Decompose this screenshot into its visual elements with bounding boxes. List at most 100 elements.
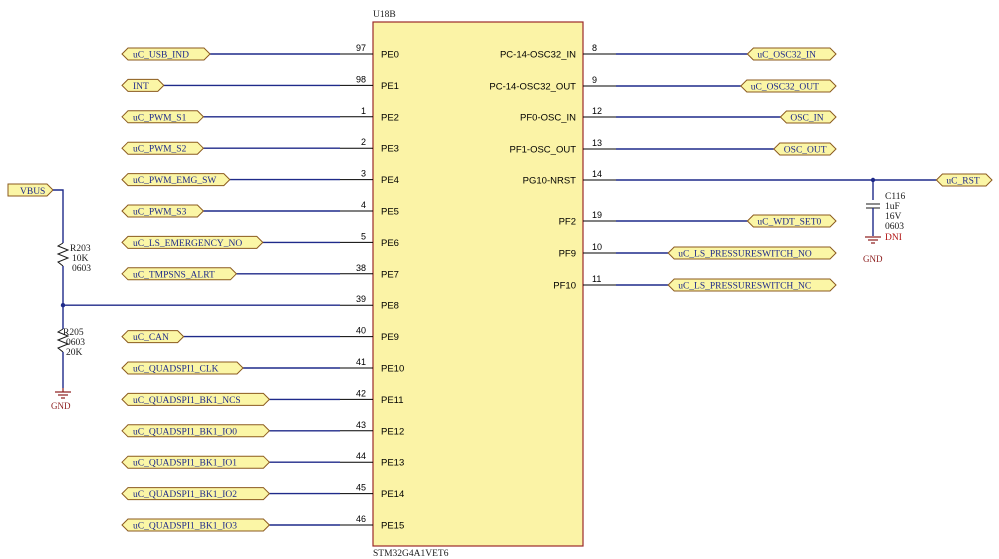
vbus-label: VBUS: [20, 187, 45, 197]
r205-ref: R205: [63, 328, 84, 338]
c116-package: 0603: [885, 222, 904, 232]
port-label-uc-ls-pressureswitch-no: uC_LS_PRESSURESWITCH_NO: [678, 250, 812, 260]
vbus-port[interactable]: [7, 183, 54, 197]
port-label-uc-rst: uC_RST: [946, 177, 979, 187]
port-uc-pwm-s2[interactable]: [121, 141, 205, 155]
port-uc-ls-pressureswitch-no[interactable]: [667, 246, 837, 260]
port-osc-out[interactable]: [773, 142, 837, 156]
pin-pc-14-osc32-in-name: PC-14-OSC32_IN: [500, 50, 576, 61]
pin-pf2-number: 19: [592, 210, 602, 220]
pin-pe11-name: PE11: [381, 395, 404, 406]
mcu-body[interactable]: [372, 21, 584, 547]
port-uc-usb-ind[interactable]: [121, 47, 211, 61]
r203-symbol: [56, 242, 70, 267]
port-uc-osc32-in[interactable]: [746, 47, 837, 61]
port-label-uc-usb-ind: uC_USB_IND: [133, 51, 189, 61]
pin-pe3-name: PE3: [381, 144, 399, 155]
port-label-uc-quadspi1-bk1-io2: uC_QUADSPI1_BK1_IO2: [133, 490, 237, 500]
port-uc-pwm-emg-sw[interactable]: [121, 173, 231, 187]
port-uc-quadspi1-bk1-ncs[interactable]: [121, 392, 271, 406]
port-label-uc-pwm-emg-sw: uC_PWM_EMG_SW: [133, 176, 216, 186]
r205-symbol: [56, 328, 70, 353]
port-uc-quadspi1-bk1-io2[interactable]: [121, 487, 271, 501]
port-int[interactable]: [121, 78, 165, 92]
port-label-osc-out: OSC_OUT: [784, 146, 827, 156]
r203-ref: R203: [70, 244, 91, 254]
pin-pe9-name: PE9: [381, 332, 399, 343]
port-uc-pwm-s1[interactable]: [121, 110, 205, 124]
pin-pe4-name: PE4: [381, 175, 399, 186]
port-uc-quadspi1-bk1-io1[interactable]: [121, 455, 271, 469]
port-osc-in[interactable]: [779, 110, 837, 124]
port-label-int: INT: [133, 82, 149, 92]
r203-value: 10K: [72, 254, 89, 264]
port-label-uc-osc32-out: uC_OSC32_OUT: [751, 83, 819, 93]
port-uc-ls-emergency-no[interactable]: [121, 235, 264, 249]
port-label-uc-osc32-in: uC_OSC32_IN: [757, 51, 816, 61]
port-uc-quadspi1-clk[interactable]: [121, 361, 244, 375]
r205-resistor[interactable]: R205 0603 20K: [56, 328, 85, 358]
port-label-uc-pwm-s2: uC_PWM_S2: [133, 145, 187, 155]
pin-pc-14-osc32-in-number: 8: [592, 43, 597, 53]
pin-pe1-name: PE1: [381, 81, 399, 92]
port-uc-can[interactable]: [121, 330, 185, 344]
pin-pe14-name: PE14: [381, 489, 404, 500]
r205-package: 0603: [66, 338, 85, 348]
port-label-uc-pwm-s1: uC_PWM_S1: [133, 113, 187, 123]
c116-capacitor[interactable]: C116 1uF 16V 0603 DNI: [866, 180, 905, 243]
pin-pf1-osc-out-name: PF1-OSC_OUT: [509, 145, 576, 156]
pin-pe13-number: 44: [356, 451, 366, 461]
port-uc-ls-pressureswitch-nc[interactable]: [667, 278, 837, 292]
pin-pe15-name: PE15: [381, 521, 404, 532]
pin-pf9-number: 10: [592, 242, 602, 252]
pin-pf0-osc-in-number: 12: [592, 106, 602, 116]
pin-pe8-number: 39: [356, 294, 366, 304]
port-uc-pwm-s3[interactable]: [121, 204, 205, 218]
c116-ref: C116: [885, 192, 905, 202]
pin-pe6-number: 5: [361, 231, 366, 241]
c116-dni: DNI: [885, 233, 902, 243]
left-pin-group: 97PE0uC_USB_IND98PE1INT1PE2uC_PWM_S12PE3…: [60, 43, 404, 532]
port-label-uc-ls-pressureswitch-nc: uC_LS_PRESSURESWITCH_NC: [678, 282, 811, 292]
r205-value: 20K: [66, 348, 83, 358]
pin-pe9-number: 40: [356, 326, 366, 336]
port-label-osc-in: OSC_IN: [790, 114, 823, 124]
pin-pf1-osc-out-number: 13: [592, 138, 602, 148]
port-uc-osc32-out[interactable]: [740, 79, 837, 93]
port-uc-rst[interactable]: [935, 173, 993, 187]
port-uc-quadspi1-bk1-io0[interactable]: [121, 424, 271, 438]
pin-pe11-number: 42: [356, 388, 366, 398]
pin-pe0-number: 97: [356, 43, 366, 53]
pin-pf9-name: PF9: [559, 249, 576, 260]
port-uc-quadspi1-bk1-io3[interactable]: [121, 518, 271, 532]
pin-pe13-name: PE13: [381, 458, 404, 469]
pin-pg10-nrst-name: PG10-NRST: [523, 176, 577, 187]
pin-pf0-osc-in-name: PF0-OSC_IN: [520, 113, 576, 124]
port-label-uc-wdt-set0: uC_WDT_SET0: [757, 218, 821, 228]
mcu-part-number: STM32G4A1VET6: [373, 549, 449, 559]
pin-pf2-name: PF2: [559, 217, 576, 228]
port-uc-tmpsns-alrt[interactable]: [121, 267, 238, 281]
gnd-label-right: GND: [863, 254, 883, 264]
c116-value: 1uF: [885, 202, 900, 212]
port-label-uc-tmpsns-alrt: uC_TMPSNS_ALRT: [133, 270, 215, 280]
pin-pe12-name: PE12: [381, 426, 404, 437]
port-label-uc-quadspi1-bk1-io1: uC_QUADSPI1_BK1_IO1: [133, 459, 237, 469]
pin-pe4-number: 3: [361, 169, 366, 179]
gnd-symbol-right: GND: [863, 236, 883, 264]
pin-pc-14-osc32-out-name: PC-14-OSC32_OUT: [489, 82, 576, 93]
r203-package: 0603: [72, 264, 91, 274]
gnd-label-left: GND: [51, 401, 71, 411]
port-label-uc-ls-emergency-no: uC_LS_EMERGENCY_NO: [133, 239, 242, 249]
c116-voltage: 16V: [885, 212, 902, 222]
port-label-uc-quadspi1-bk1-io3: uC_QUADSPI1_BK1_IO3: [133, 522, 237, 532]
port-uc-wdt-set0[interactable]: [746, 214, 837, 228]
r203-resistor[interactable]: R203 10K 0603: [56, 242, 91, 274]
pin-pe10-number: 41: [356, 357, 366, 367]
pin-pe7-name: PE7: [381, 269, 399, 280]
port-label-uc-pwm-s3: uC_PWM_S3: [133, 208, 187, 218]
pin-pe0-name: PE0: [381, 50, 399, 61]
pin-pe3-number: 2: [361, 137, 366, 147]
